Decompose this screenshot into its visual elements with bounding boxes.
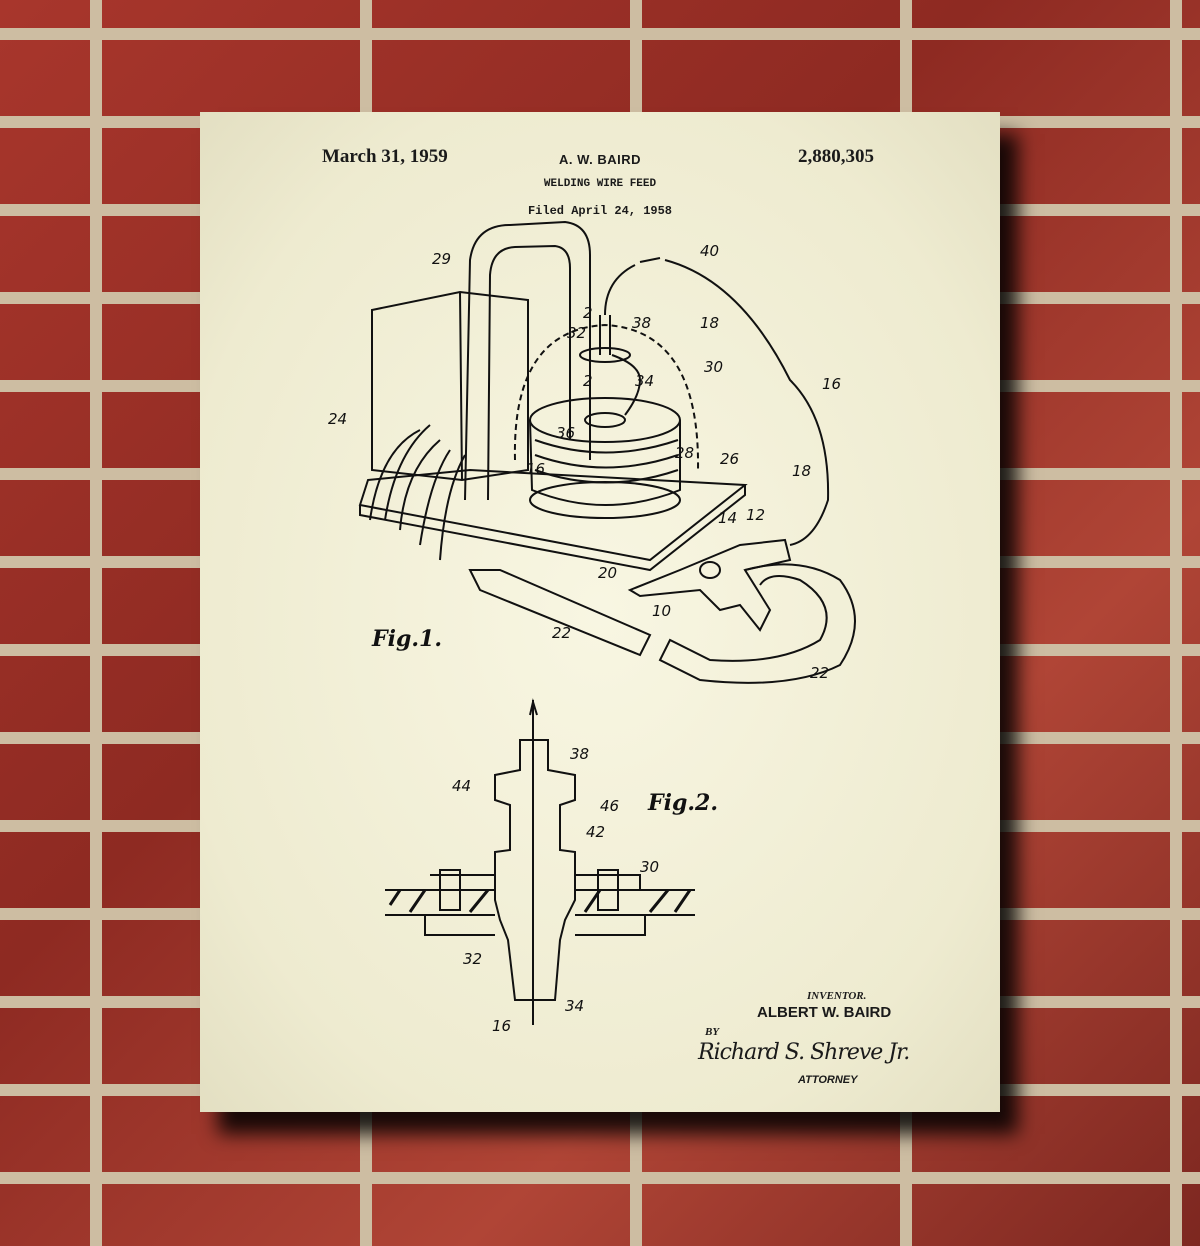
inventor-short-name: A. W. BAIRD	[558, 152, 642, 167]
ref-numeral: 12	[746, 506, 765, 524]
ref-numeral: 26	[720, 450, 739, 468]
ref-numeral: 32	[567, 324, 586, 342]
ref-numeral: 44	[452, 777, 471, 795]
ref-numeral: 16	[526, 460, 545, 478]
ref-numeral: 28	[675, 444, 694, 462]
ref-numeral: 22	[552, 624, 571, 642]
patent-date: March 31, 1959	[322, 146, 448, 167]
filed-date: Filed April 24, 1958	[527, 204, 673, 218]
patent-number: 2,880,305	[798, 146, 874, 167]
ref-numeral: 2	[583, 304, 593, 322]
ref-numeral: 38	[632, 314, 651, 332]
inventor-label: INVENTOR.	[807, 990, 867, 1002]
ref-numeral: 34	[635, 372, 654, 390]
by-label: BY	[705, 1026, 720, 1038]
inventor-name: ALBERT W. BAIRD	[757, 1004, 892, 1021]
attorney-label: ATTORNEY	[798, 1074, 858, 1086]
ref-numeral: 32	[463, 950, 482, 968]
ref-numeral: 20	[598, 564, 617, 582]
ref-numeral: 46	[600, 797, 619, 815]
ref-numeral: 30	[704, 358, 723, 376]
attorney-signature: Richard S. Shreve Jr.	[698, 1040, 910, 1065]
ref-numeral: 14	[718, 509, 737, 527]
ref-numeral: 36	[556, 424, 575, 442]
ref-numeral: 2	[583, 372, 593, 390]
ref-numeral: 38	[570, 745, 589, 763]
ref-numeral: 40	[700, 242, 719, 260]
ref-numeral: 22	[810, 664, 829, 682]
patent-title: WELDING WIRE FEED	[543, 178, 657, 190]
fig2-label: Fig.2.	[647, 790, 718, 816]
patent-poster: March 31, 1959 A. W. BAIRD 2,880,305 WEL…	[200, 112, 1000, 1112]
ref-numeral: 34	[565, 997, 584, 1015]
fig2-reference-numerals: 38 44 46 42 30 32 34 16 Fig.2.	[452, 745, 718, 1035]
fig1-reference-numerals: 29 40 2 32 38 18 30 34 16 24 36 16 28 26…	[328, 242, 841, 682]
ref-numeral: 42	[586, 823, 605, 841]
ref-numeral: 29	[432, 250, 451, 268]
fig2-drawing	[385, 698, 695, 1025]
ref-numeral: 16	[492, 1017, 511, 1035]
fig1-drawing	[358, 220, 856, 684]
ref-numeral: 10	[652, 602, 671, 620]
ref-numeral: 30	[640, 858, 659, 876]
fig1-label: Fig.1.	[371, 626, 442, 652]
ref-numeral: 18	[792, 462, 811, 480]
ref-numeral: 24	[328, 410, 347, 428]
ref-numeral: 16	[822, 375, 841, 393]
ref-numeral: 18	[700, 314, 719, 332]
